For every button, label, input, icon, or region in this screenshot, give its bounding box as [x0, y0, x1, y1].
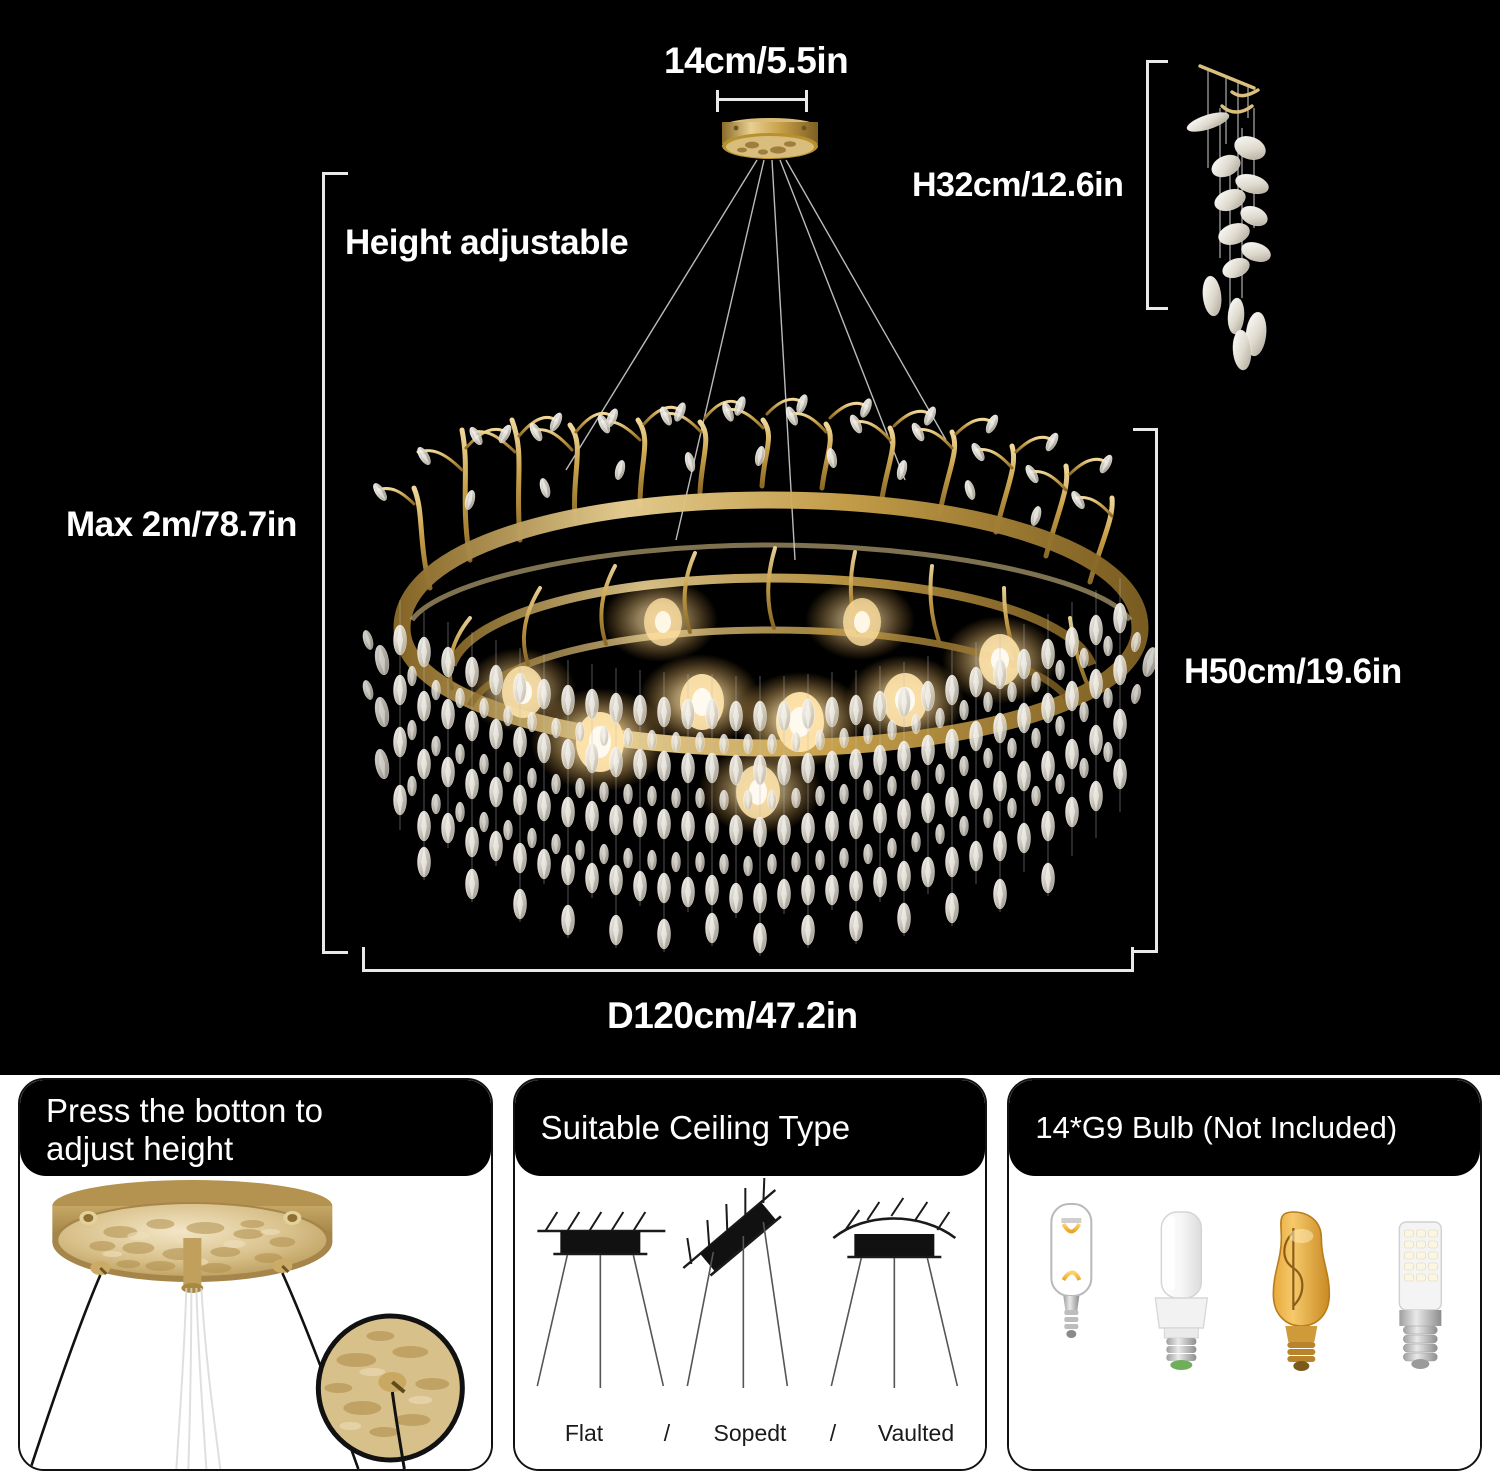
canopy-adjust-illustration	[29, 1180, 465, 1469]
ceiling-type-vaulted: Vaulted	[877, 1420, 955, 1446]
card-header: 14*G9 Bulb (Not Included)	[1009, 1080, 1481, 1176]
ceiling-type-sloped: Sopedt	[713, 1420, 787, 1446]
card-title: Press the botton to adjust height	[46, 1092, 324, 1167]
bracket-tick	[322, 951, 348, 954]
bracket-tick	[1133, 950, 1158, 953]
label-fixture-height: H50cm/19.6in	[1184, 652, 1402, 691]
cable-adjuster[interactable]	[29, 1261, 111, 1469]
separator: /	[829, 1420, 837, 1446]
separator: /	[663, 1420, 671, 1446]
ceiling-type-labels: Flat / Sopedt / Vaulted	[515, 1420, 986, 1447]
cfl-stick-bulb	[1154, 1211, 1209, 1370]
magnifier-callout	[315, 1313, 465, 1469]
card-body: Flat / Sopedt / Vaulted	[514, 1176, 986, 1469]
canopy-screw	[79, 1211, 302, 1225]
bracket-tick	[1133, 428, 1158, 431]
bracket-height-adjustable	[322, 172, 325, 954]
tubular-filament-bulb	[1050, 1203, 1093, 1338]
bracket-fixture-height	[1155, 428, 1158, 953]
card-ceiling-type: Suitable Ceiling Type	[512, 1078, 988, 1471]
ceiling-sloped-diagram	[682, 1177, 788, 1388]
label-canopy-width: 14cm/5.5in	[664, 40, 849, 81]
card-title: 14*G9 Bulb (Not Included)	[1035, 1110, 1398, 1146]
label-max-drop: Max 2m/78.7in	[66, 505, 297, 544]
bracket-tick	[322, 172, 348, 175]
bracket-crystal-branch-height	[1146, 60, 1149, 310]
ceiling-type-flat: Flat	[564, 1420, 604, 1446]
card-bulb-type: 14*G9 Bulb (Not Included)	[1007, 1078, 1483, 1471]
label-crystal-branch-height: H32cm/12.6in	[912, 166, 1124, 204]
card-header: Press the botton to adjust height	[20, 1080, 491, 1176]
card-body	[20, 1176, 491, 1469]
label-height-adjustable: Height adjustable	[345, 223, 629, 262]
amber-edison-st64-bulb	[1272, 1211, 1331, 1371]
bulb-illustrations	[1050, 1203, 1443, 1371]
card-height-adjust: Press the botton to adjust height	[18, 1078, 493, 1471]
crystal-branch-detail	[1186, 64, 1271, 371]
bracket-diameter	[362, 969, 1134, 972]
card-title: Suitable Ceiling Type	[540, 1109, 851, 1147]
bracket-tick	[1131, 947, 1134, 972]
chandelier-illustration	[360, 118, 1161, 956]
bracket-canopy-width	[716, 98, 808, 101]
bracket-tick	[1146, 307, 1168, 310]
feature-cards: Press the botton to adjust height	[0, 1078, 1500, 1471]
bracket-tick	[362, 947, 365, 972]
bracket-tick	[716, 90, 719, 112]
ceiling-flat-diagram	[536, 1211, 666, 1388]
ceiling-type-diagrams	[536, 1177, 958, 1388]
label-diameter: D120cm/47.2in	[607, 995, 858, 1036]
ceiling-canopy	[722, 118, 818, 159]
led-corn-bulb	[1398, 1221, 1443, 1369]
card-body	[1009, 1176, 1481, 1469]
bracket-tick	[1146, 60, 1168, 63]
ceiling-vaulted-diagram	[830, 1197, 958, 1388]
bracket-tick	[805, 90, 808, 112]
hero-section: 14cm/5.5in H32cm/12.6in Height adjustabl…	[0, 0, 1500, 1075]
card-header: Suitable Ceiling Type	[514, 1080, 986, 1176]
